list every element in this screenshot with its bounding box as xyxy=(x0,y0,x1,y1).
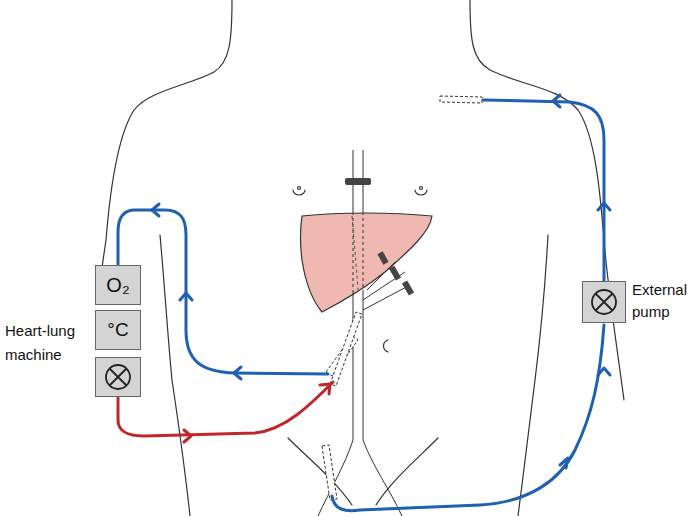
external-pump: External pump xyxy=(582,281,694,325)
pump-box xyxy=(582,281,626,323)
box-label: O₂ xyxy=(106,274,129,297)
pump-symbol xyxy=(589,287,619,317)
machine-label: Heart-lung machine xyxy=(5,319,89,367)
process-box: °C xyxy=(95,310,141,350)
pump-symbol xyxy=(103,362,133,392)
box-label: °C xyxy=(107,319,128,341)
pump-label: External pump xyxy=(632,279,694,323)
process-box: O₂ xyxy=(95,265,141,305)
liver xyxy=(301,213,433,312)
machine-group: Heart-lung machine O₂ °C xyxy=(3,263,143,399)
pump-box xyxy=(95,357,141,397)
